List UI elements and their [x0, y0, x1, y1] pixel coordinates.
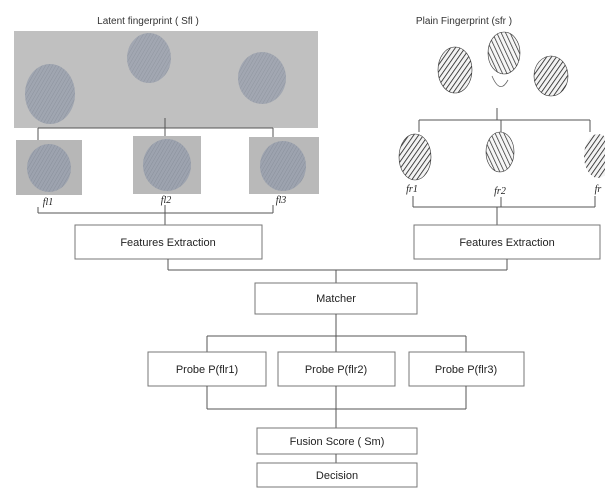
plain-print-right: [534, 56, 568, 96]
probe-label-3: Probe P(flr3): [435, 364, 497, 376]
latent-label-1: fl1: [43, 197, 54, 208]
decision-box: Decision: [256, 462, 418, 488]
latent-crop-2: [133, 136, 201, 194]
latent-source-image: [14, 31, 318, 128]
fusion-score-box: Fusion Score ( Sm): [256, 427, 418, 455]
probe-label-2: Probe P(flr2): [305, 364, 367, 376]
latent-title: Latent fingerprint ( Sfl ): [97, 16, 199, 27]
plain-title: Plain Fingerprint (sfr ): [416, 16, 512, 27]
matcher-to-probes-connectors: [206, 314, 467, 352]
latent-crop-3: [249, 137, 319, 194]
latent-crop-1: [16, 140, 82, 195]
features-extraction-left-label: Features Extraction: [120, 237, 215, 249]
matcher-box: Matcher: [254, 282, 418, 315]
plain-crop-3: [584, 134, 605, 178]
probe-box-2: Probe P(flr2): [277, 351, 396, 387]
features-extraction-right-label: Features Extraction: [459, 237, 554, 249]
plain-label-3: fr: [595, 184, 602, 195]
matcher-label: Matcher: [316, 293, 356, 305]
plain-label-1: fr1: [406, 184, 418, 195]
features-extraction-left-box: Features Extraction: [74, 224, 263, 260]
fusion-score-label: Fusion Score ( Sm): [290, 436, 385, 448]
plain-crop-2: [485, 131, 515, 173]
probe-box-3: Probe P(flr3): [408, 351, 525, 387]
plain-label-2: fr2: [494, 186, 506, 197]
decision-label: Decision: [316, 470, 358, 482]
plain-source-image: [437, 31, 569, 97]
latent-print-right: [238, 52, 286, 104]
probes-to-fusion-connectors: [206, 386, 467, 428]
features-to-matcher-connectors: [167, 259, 508, 283]
latent-label-2: fl2: [161, 195, 172, 206]
plain-crop-1: [398, 133, 432, 181]
latent-print-center: [127, 33, 171, 83]
latent-print-left: [25, 64, 75, 124]
plain-print-left: [438, 47, 472, 93]
plain-merge-connectors: [412, 196, 596, 225]
latent-label-3: fl3: [276, 195, 287, 206]
probe-box-1: Probe P(flr1): [147, 351, 267, 387]
probe-label-1: Probe P(flr1): [176, 364, 238, 376]
latent-merge-connectors: [37, 205, 274, 225]
plain-print-center: [488, 32, 520, 74]
features-extraction-right-box: Features Extraction: [413, 224, 601, 260]
plain-split-connectors: [418, 108, 591, 132]
